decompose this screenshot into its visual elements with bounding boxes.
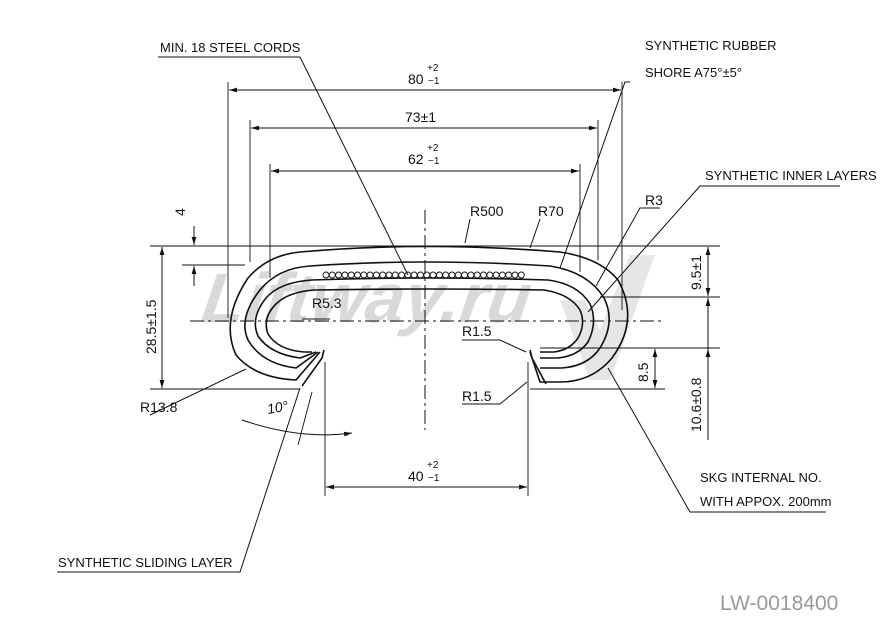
dim-height-lower: 10.6±0.8: [688, 377, 704, 432]
drawing-code: LW-0018400: [720, 592, 838, 615]
dim-opening: 40: [408, 468, 424, 484]
radius-r500: R500: [470, 203, 504, 219]
steel-cords: [322, 271, 525, 279]
dim-height-total: 28.5±1.5: [143, 299, 159, 354]
radius-r3: R3: [645, 192, 663, 208]
dim-thickness-top: 4: [172, 208, 188, 216]
radius-r1-5-bottom: R1.5: [462, 388, 492, 404]
radius-r13-8: R13.8: [140, 399, 178, 415]
dim-width-total-tol-up: +2: [427, 63, 439, 74]
radius-r5-3: R5.3: [312, 295, 342, 311]
dim-width-total-tol-dn: −1: [428, 76, 440, 87]
dim-angle: 10°: [266, 397, 290, 417]
dim-width-inner: 62: [408, 151, 424, 167]
handrail-profile: [229, 245, 629, 387]
dim-opening-tol-up: +2: [427, 460, 439, 471]
steel-cords-label: MIN. 18 STEEL CORDS: [160, 40, 301, 55]
radius-r70: R70: [538, 203, 564, 219]
dim-opening-tol-dn: −1: [428, 473, 440, 484]
dim-width-inner-tol-up: +2: [427, 143, 439, 154]
dim-width-inner-tol-dn: −1: [428, 156, 440, 167]
leader-lines: [57, 56, 840, 573]
radius-r1-5-top: R1.5: [462, 323, 492, 339]
steel-cord: [517, 271, 525, 279]
sliding-layer-label: SYNTHETIC SLIDING LAYER: [58, 555, 233, 570]
dim-height-upper: 9.5±1: [688, 255, 704, 290]
rubber-label-line1: SYNTHETIC RUBBER: [645, 38, 776, 53]
dimension-lines: [159, 87, 711, 490]
extension-lines: [150, 82, 720, 496]
skg-label-line1: SKG INTERNAL NO.: [700, 470, 822, 485]
dim-lip-height: 8.5: [635, 362, 651, 382]
inner-layers-label: SYNTHETIC INNER LAYERS: [705, 168, 877, 183]
skg-label-line2: WITH APPOX. 200mm: [700, 494, 831, 509]
rubber-label-line2: SHORE A75°±5°: [645, 65, 742, 80]
watermark-check-icon: [560, 255, 655, 380]
dim-width-total: 80: [408, 71, 424, 87]
dim-width-mid: 73±1: [405, 109, 436, 125]
